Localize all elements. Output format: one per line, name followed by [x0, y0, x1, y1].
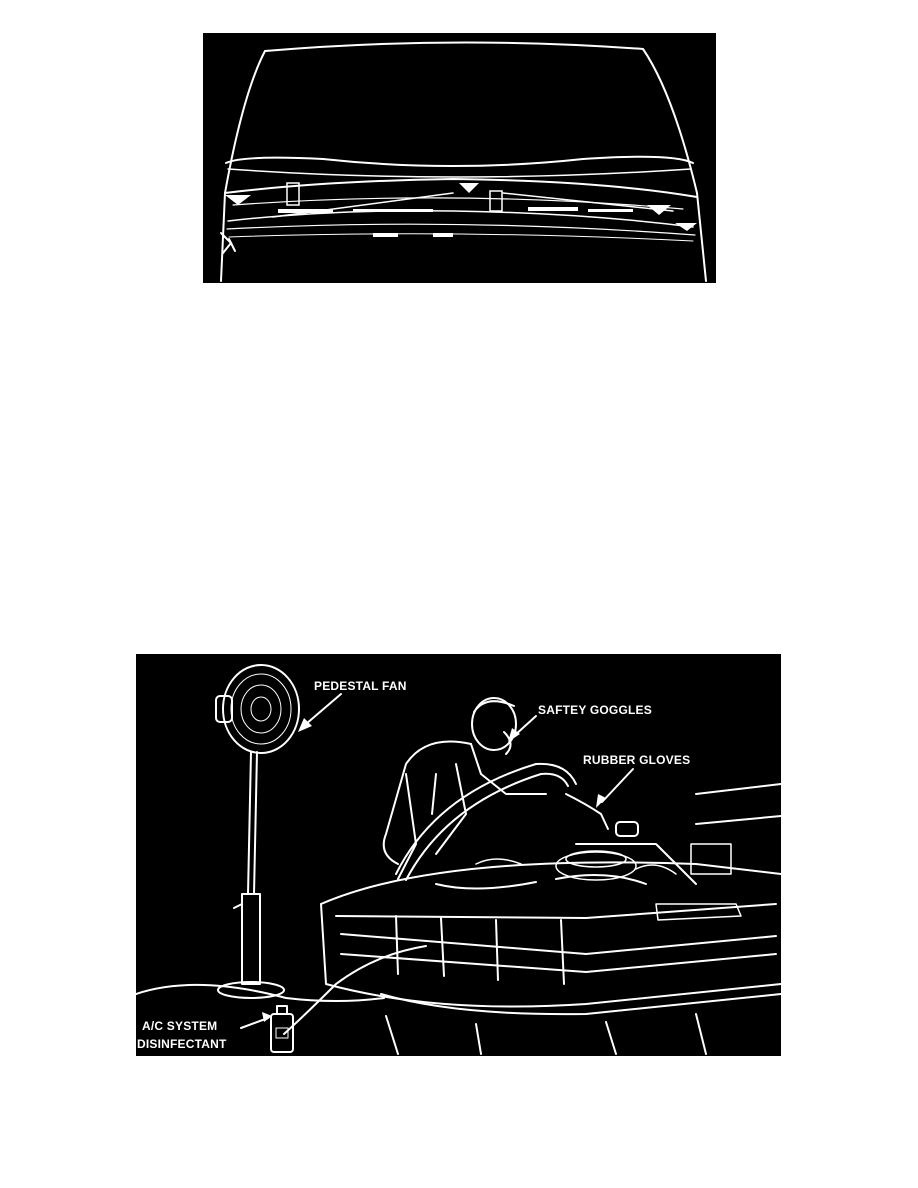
- rubber-gloves-label: RUBBER GLOVES: [583, 753, 690, 767]
- windshield-lower-edge: [225, 155, 694, 167]
- technician: [382, 697, 547, 880]
- cowl-marker-center: [459, 183, 479, 193]
- disinfectant-can: [270, 1005, 294, 1053]
- engine-bay: [475, 843, 732, 881]
- safety-goggles-label: SAFTEY GOGGLES: [538, 703, 652, 717]
- windshield-cowl-illustration: [203, 33, 716, 283]
- cowl-marker-left: [225, 195, 251, 205]
- pedestal-fan: [215, 664, 300, 999]
- windshield-frame: [220, 41, 707, 282]
- ac-disinfect-drawing: PEDESTAL FAN SAFTEY GOGGLES RUBBER GLOVE…: [136, 664, 781, 1055]
- windshield-cowl-drawing: [220, 41, 707, 282]
- pedestal-fan-label: PEDESTAL FAN: [314, 679, 407, 693]
- disinfectant-label-line1: A/C SYSTEM: [142, 1019, 217, 1033]
- rubber-gloves-callout-line: [601, 768, 634, 803]
- wiper-arm-left: [272, 192, 454, 218]
- car-front: [320, 783, 781, 1055]
- wiper-arm-right: [502, 192, 674, 212]
- pedestal-fan-callout-line: [305, 693, 342, 725]
- cowl-marker-right: [647, 205, 671, 215]
- cowl-marker-far-right: [675, 223, 697, 231]
- disinfectant-label-line2: DISINFECTANT: [137, 1037, 227, 1051]
- disinfectant-callout-line: [240, 1017, 269, 1029]
- ac-disinfect-illustration: PEDESTAL FAN SAFTEY GOGGLES RUBBER GLOVE…: [136, 654, 781, 1056]
- cowl-panel: [224, 177, 698, 198]
